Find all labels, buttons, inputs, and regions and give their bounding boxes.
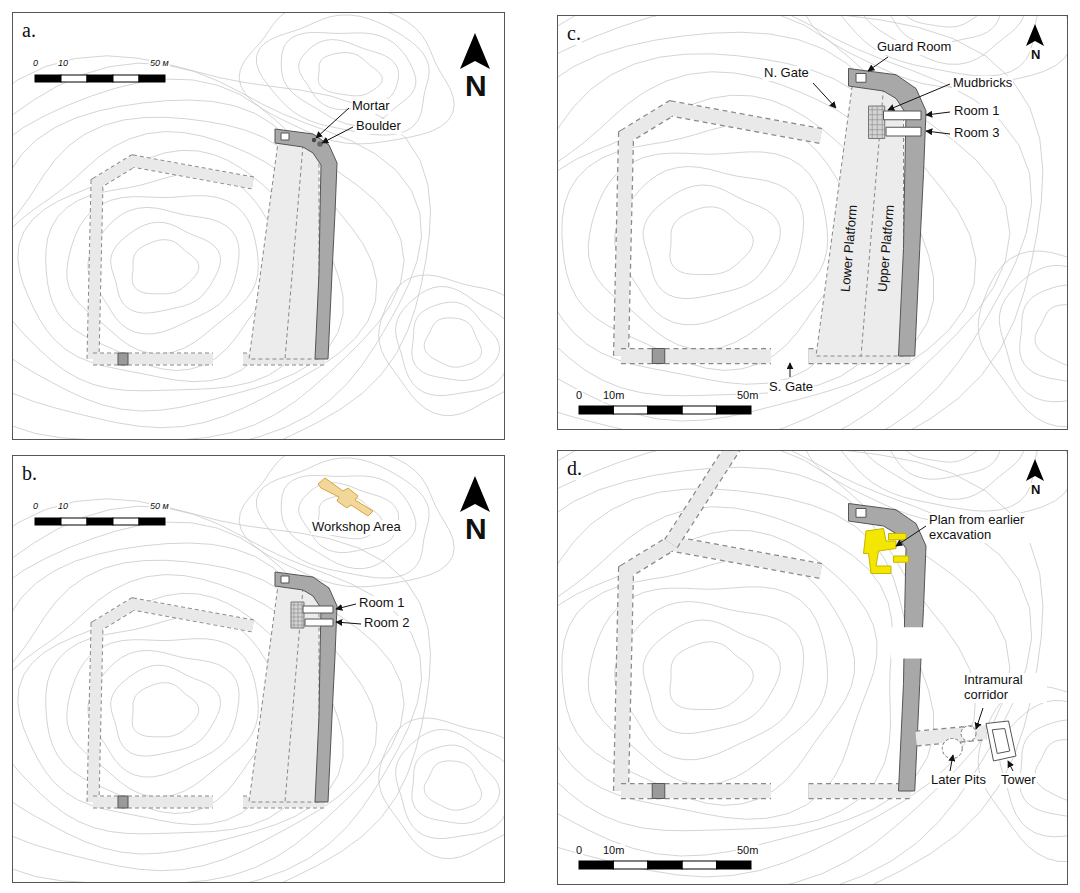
plan-label: 50 м bbox=[149, 58, 170, 68]
plan-label: Workshop Area bbox=[311, 520, 402, 535]
panel-letter: d. bbox=[566, 457, 583, 480]
panel-letter: a. bbox=[21, 19, 37, 42]
plan-label: 50m bbox=[736, 844, 759, 857]
site-plan bbox=[13, 456, 505, 883]
plan-label: Plan from earlier excavation bbox=[928, 513, 1050, 543]
plan-label: Guard Room bbox=[876, 40, 952, 55]
plan-label: Mudbricks bbox=[952, 76, 1013, 91]
map-panel: b. 0 10 50 м Workshop Area N Room 1 Room 2 bbox=[12, 455, 505, 883]
plan-label: 0 bbox=[32, 501, 39, 511]
plan-label: 0 bbox=[575, 844, 583, 857]
plan-label: 10 bbox=[57, 58, 69, 68]
panel-letter: c. bbox=[566, 22, 582, 45]
plan-label: 10m bbox=[602, 389, 625, 402]
plan-label: Room 1 bbox=[953, 104, 1001, 119]
plan-label: 0 bbox=[575, 389, 583, 402]
plan-label: Boulder bbox=[355, 119, 402, 134]
plan-label: S. Gate bbox=[768, 380, 814, 395]
north-label: N bbox=[464, 69, 488, 104]
map-panel: d. N Plan from earlier excavationIntramura… bbox=[557, 450, 1068, 885]
north-label: N bbox=[1030, 48, 1041, 63]
plan-label: 10 bbox=[57, 501, 69, 511]
plan-label: 0 bbox=[32, 58, 39, 68]
plan-label: Later Pits bbox=[930, 773, 987, 788]
plan-label: 10m bbox=[602, 844, 625, 857]
plan-label: Tower bbox=[1000, 773, 1037, 788]
plan-label: Room 2 bbox=[363, 616, 411, 631]
plan-label: 50m bbox=[736, 389, 759, 402]
plan-label: Intramural corridor bbox=[963, 673, 1047, 703]
north-label: N bbox=[1030, 483, 1041, 498]
plan-label: Room 1 bbox=[358, 596, 406, 611]
panel-letter: b. bbox=[21, 462, 38, 485]
plan-label: Mortar bbox=[351, 99, 391, 114]
plan-label: N. Gate bbox=[763, 66, 810, 81]
map-panel: c. N N. Gate Guard RoomMudbricksRoom 1 Room … bbox=[557, 15, 1068, 430]
site-plan bbox=[13, 13, 505, 440]
plan-label: Room 3 bbox=[953, 126, 1001, 141]
map-panel: a. 0 10 50 м N MortarBoulder bbox=[12, 12, 505, 440]
north-label: N bbox=[464, 512, 488, 547]
plan-label: 50 м bbox=[149, 501, 170, 511]
